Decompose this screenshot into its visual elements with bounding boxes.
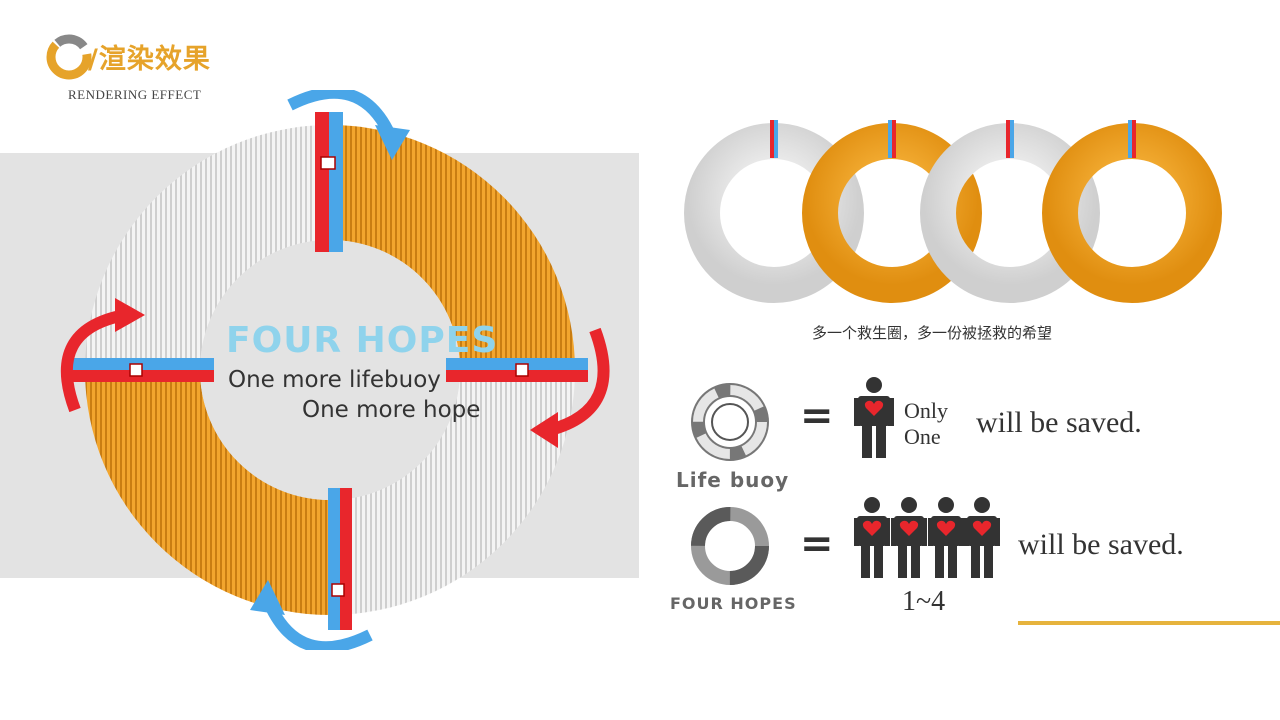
ring-orange-1 — [802, 120, 982, 303]
equals-sign: = — [800, 521, 834, 567]
band-top — [315, 112, 343, 252]
count-range: 1~4 — [902, 586, 946, 617]
count-one: One — [904, 424, 941, 449]
band-bottom — [328, 488, 352, 630]
rotate-arrow-icon — [60, 309, 127, 413]
result-text-row1: will be saved. — [976, 406, 1142, 439]
band-right — [446, 358, 588, 382]
four-rings-render — [684, 120, 1222, 303]
count-only: Only — [904, 398, 948, 423]
accent-divider — [1018, 621, 1280, 625]
rotate-arrow-icon — [287, 90, 396, 138]
four-hopes-label: FOUR HOPES — [670, 594, 797, 613]
ring-orange-2 — [1042, 120, 1222, 303]
page-title: /渲染效果 — [88, 44, 211, 75]
four-hopes-title: FOUR HOPES — [226, 320, 499, 361]
rotate-arrow-icon — [548, 327, 610, 436]
page-subtitle: RENDERING EFFECT — [68, 87, 202, 102]
rotate-arrow-icon — [264, 602, 373, 650]
result-text-row2: will be saved. — [1018, 528, 1184, 561]
tagline-lifebuoy: One more lifebuoy — [228, 367, 441, 393]
logo-icon — [46, 34, 92, 80]
four-persons-heart-icon — [854, 497, 1000, 578]
ring-white-2 — [920, 120, 1100, 303]
tagline-hope: One more hope — [302, 397, 481, 423]
ring-white-1 — [684, 120, 864, 303]
person-heart-icon — [854, 377, 894, 458]
band-left — [72, 358, 214, 382]
four-hopes-ring-render — [60, 90, 610, 650]
equals-sign: = — [800, 393, 834, 439]
lifebuoy-label: Life buoy — [676, 468, 790, 492]
lifebuoy-icon — [691, 383, 769, 461]
rings-caption: 多一个救生圈，多一份被拯救的希望 — [812, 324, 1053, 342]
four-hopes-icon — [691, 507, 769, 585]
